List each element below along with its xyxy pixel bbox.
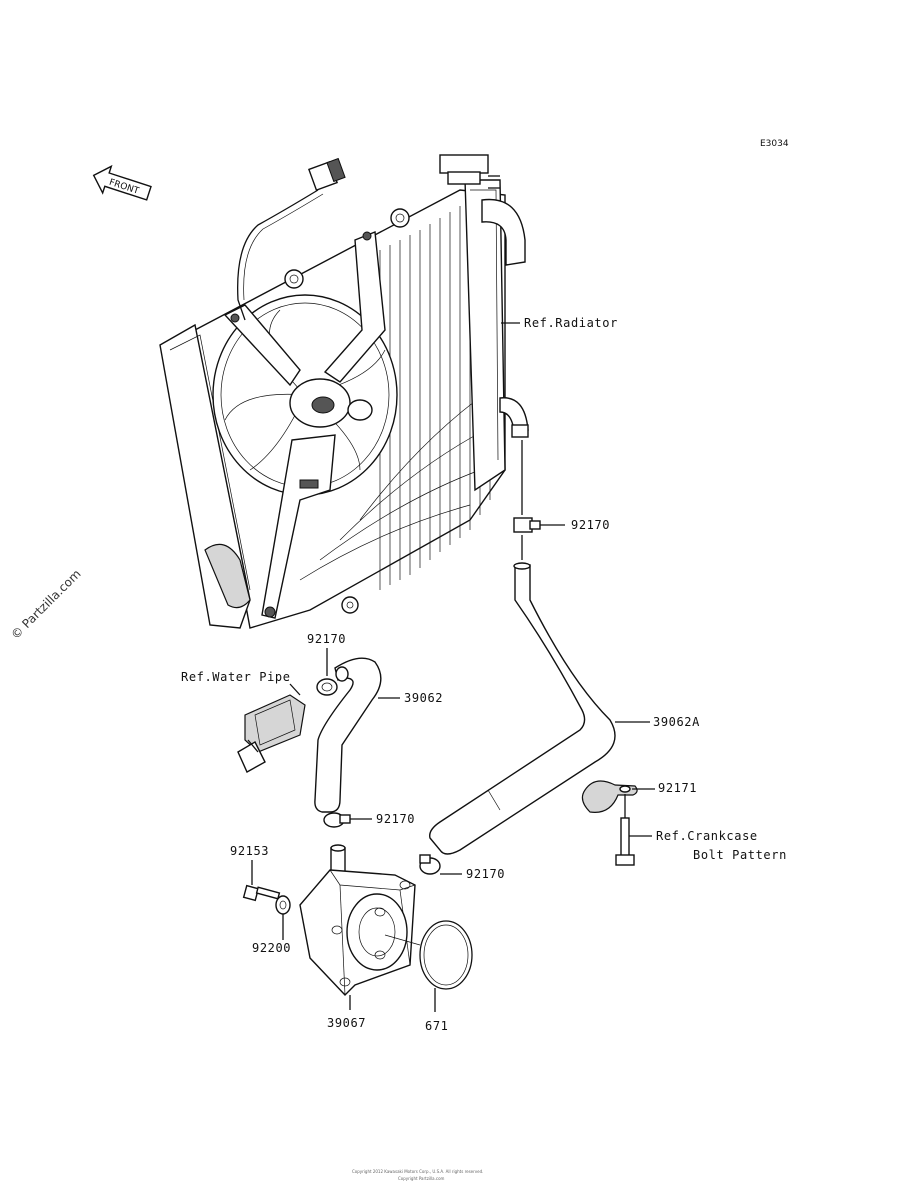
fan-bracket — [223, 231, 386, 619]
callout-ref-radiator: Ref.Radiator — [524, 316, 618, 330]
crankcase-bolt — [615, 817, 635, 866]
callout-92170-mid: 92170 — [376, 812, 415, 826]
callout-92171: 92171 — [658, 781, 697, 795]
clamp-92170-upper — [513, 517, 541, 533]
clamp-92171 — [581, 780, 638, 813]
callout-bolt-pattern: Bolt Pattern — [693, 848, 787, 862]
callout-39067: 39067 — [327, 1016, 366, 1030]
washer-92200 — [275, 895, 291, 915]
footer-copyright-1: Copyright 2012 Kawasaki Motors Corp., U.… — [352, 1169, 483, 1174]
fan-wire-connector — [237, 157, 346, 321]
clamp-92170-lower — [419, 854, 441, 875]
hose-39062a — [429, 562, 616, 855]
callout-92170-lower: 92170 — [466, 867, 505, 881]
callout-92170-upper: 92170 — [571, 518, 610, 532]
clamp-92170-water-pipe — [316, 678, 338, 696]
footer-copyright-2: Copyright Partzilla.com — [398, 1176, 445, 1181]
front-arrow-icon: FRONT — [92, 164, 152, 201]
bolt-92153 — [242, 884, 281, 902]
callout-ref-crankcase: Ref.Crankcase — [656, 829, 758, 843]
callout-39062a: 39062A — [653, 715, 700, 729]
hose-39062 — [314, 657, 382, 813]
callout-92200: 92200 — [252, 941, 291, 955]
diagram-code: E3034 — [760, 139, 789, 149]
clamp-92170-mid — [323, 812, 351, 828]
callout-ref-water-pipe: Ref.Water Pipe — [181, 670, 291, 684]
leader-ref-water-pipe — [289, 683, 301, 696]
watermark: © Partzilla.com — [8, 567, 83, 642]
o-ring-671 — [419, 920, 473, 990]
water-pipe — [237, 694, 306, 773]
callout-92153: 92153 — [230, 844, 269, 858]
callout-671: 671 — [425, 1019, 448, 1033]
callout-92170-water-pipe: 92170 — [307, 632, 346, 646]
callout-39062: 39062 — [404, 691, 443, 705]
oil-cooler-39067 — [299, 844, 421, 997]
